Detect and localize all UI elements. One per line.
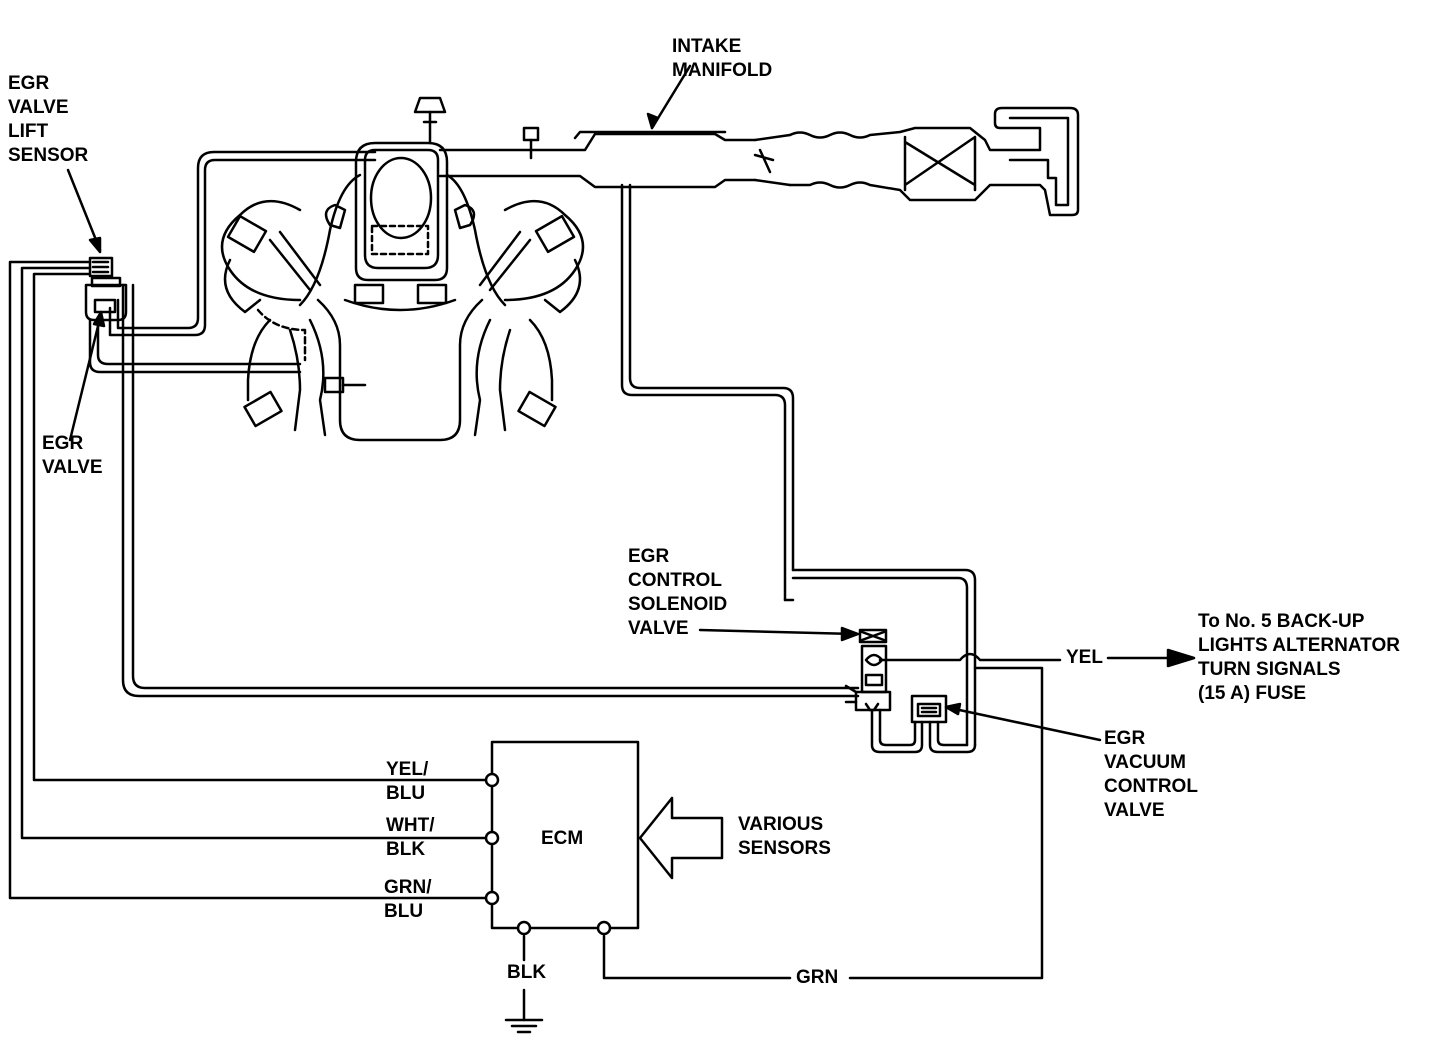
wire-label-wht-blk: WHT/ BLK xyxy=(386,814,435,862)
egr-valve-body xyxy=(84,276,128,322)
wire-label-blk: BLK xyxy=(507,962,547,983)
label-line: INTAKE xyxy=(672,36,742,57)
label-line: EGR xyxy=(8,73,50,94)
label-line: SOLENOID xyxy=(628,594,728,615)
vacuum-hose-manifold-to-solenoid xyxy=(620,183,977,747)
wire-blk-ground xyxy=(504,934,544,1034)
wire-yel xyxy=(878,652,1172,662)
label-line: VALVE xyxy=(628,618,689,639)
label-line: LIFT xyxy=(8,121,49,142)
wire-wht-blk xyxy=(20,266,490,840)
various-sensors-input-arrow xyxy=(638,796,724,880)
label-line: VALVE xyxy=(1104,800,1165,821)
intake-manifold xyxy=(354,106,1080,282)
label-line: EGR xyxy=(1104,728,1146,749)
wire-grn xyxy=(602,666,1044,980)
wire-label-grn: GRN xyxy=(796,967,839,988)
wire-yel-blu xyxy=(32,272,490,782)
wire-label-grn-blu: GRN/ BLU xyxy=(384,876,432,924)
egr-control-solenoid-valve xyxy=(844,628,892,712)
egr-valve-lift-sensor-connector xyxy=(88,256,114,278)
label-egr-control-solenoid-valve: EGR CONTROL SOLENOID VALVE xyxy=(628,545,727,641)
label-line: BLK xyxy=(386,839,426,860)
label-line: WHT/ xyxy=(386,815,435,836)
engine-block xyxy=(220,173,585,442)
label-line: SENSOR xyxy=(8,145,89,166)
label-line: GRN/ xyxy=(384,877,432,898)
label-fuse-destination: To No. 5 BACK-UP LIGHTS ALTERNATOR TURN … xyxy=(1198,610,1400,706)
label-line: To No. 5 BACK-UP xyxy=(1198,611,1365,632)
wire-grn-blu xyxy=(8,260,490,900)
intake-manifold-sensor-fittings xyxy=(413,96,775,174)
label-line: EGR xyxy=(628,546,670,567)
label-line: YEL/ xyxy=(386,759,429,780)
vacuum-hose-egr-valve-to-solenoid xyxy=(121,283,860,698)
label-line: MANIFOLD xyxy=(672,60,773,81)
label-line: (15 A) FUSE xyxy=(1198,683,1307,704)
callout-arrows xyxy=(66,64,1196,742)
label-line: VALVE xyxy=(42,457,103,478)
wire-label-yel: YEL xyxy=(1066,647,1103,668)
label-line: EGR xyxy=(42,433,84,454)
label-line: CONTROL xyxy=(1104,776,1198,797)
label-line: BLU xyxy=(384,901,424,922)
label-line: BLU xyxy=(386,783,426,804)
label-line: VACUUM xyxy=(1104,752,1186,773)
label-line: CONTROL xyxy=(628,570,722,591)
label-line: LIGHTS ALTERNATOR xyxy=(1198,635,1400,656)
label-ecm: ECM xyxy=(541,828,584,849)
label-egr-vacuum-control-valve: EGR VACUUM CONTROL VALVE xyxy=(1104,727,1198,823)
egr-vacuum-control-valve xyxy=(910,694,948,724)
label-intake-manifold: INTAKE MANIFOLD xyxy=(672,35,772,83)
ecm-box xyxy=(484,740,640,936)
label-egr-valve: EGR VALVE xyxy=(42,432,103,480)
label-line: VARIOUS xyxy=(738,814,824,835)
label-line: TURN SIGNALS xyxy=(1198,659,1341,680)
label-egr-valve-lift-sensor: EGR VALVE LIFT SENSOR xyxy=(8,72,88,168)
vacuum-hose-egr-valve-loop xyxy=(88,150,377,374)
wire-label-yel-blu: YEL/ BLU xyxy=(386,758,428,806)
label-various-sensors: VARIOUS SENSORS xyxy=(738,813,831,861)
vacuum-hose-solenoid-to-vacuum-valve xyxy=(870,708,977,754)
label-line: SENSORS xyxy=(738,838,831,859)
label-line: VALVE xyxy=(8,97,69,118)
